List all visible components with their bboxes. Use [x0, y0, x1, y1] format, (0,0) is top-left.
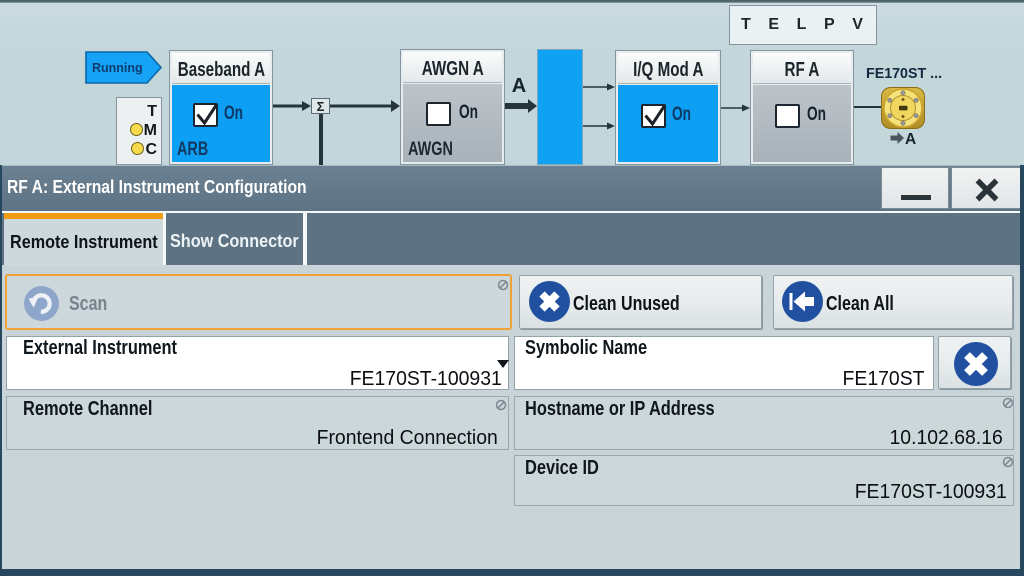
svg-text:A: A [905, 131, 916, 148]
